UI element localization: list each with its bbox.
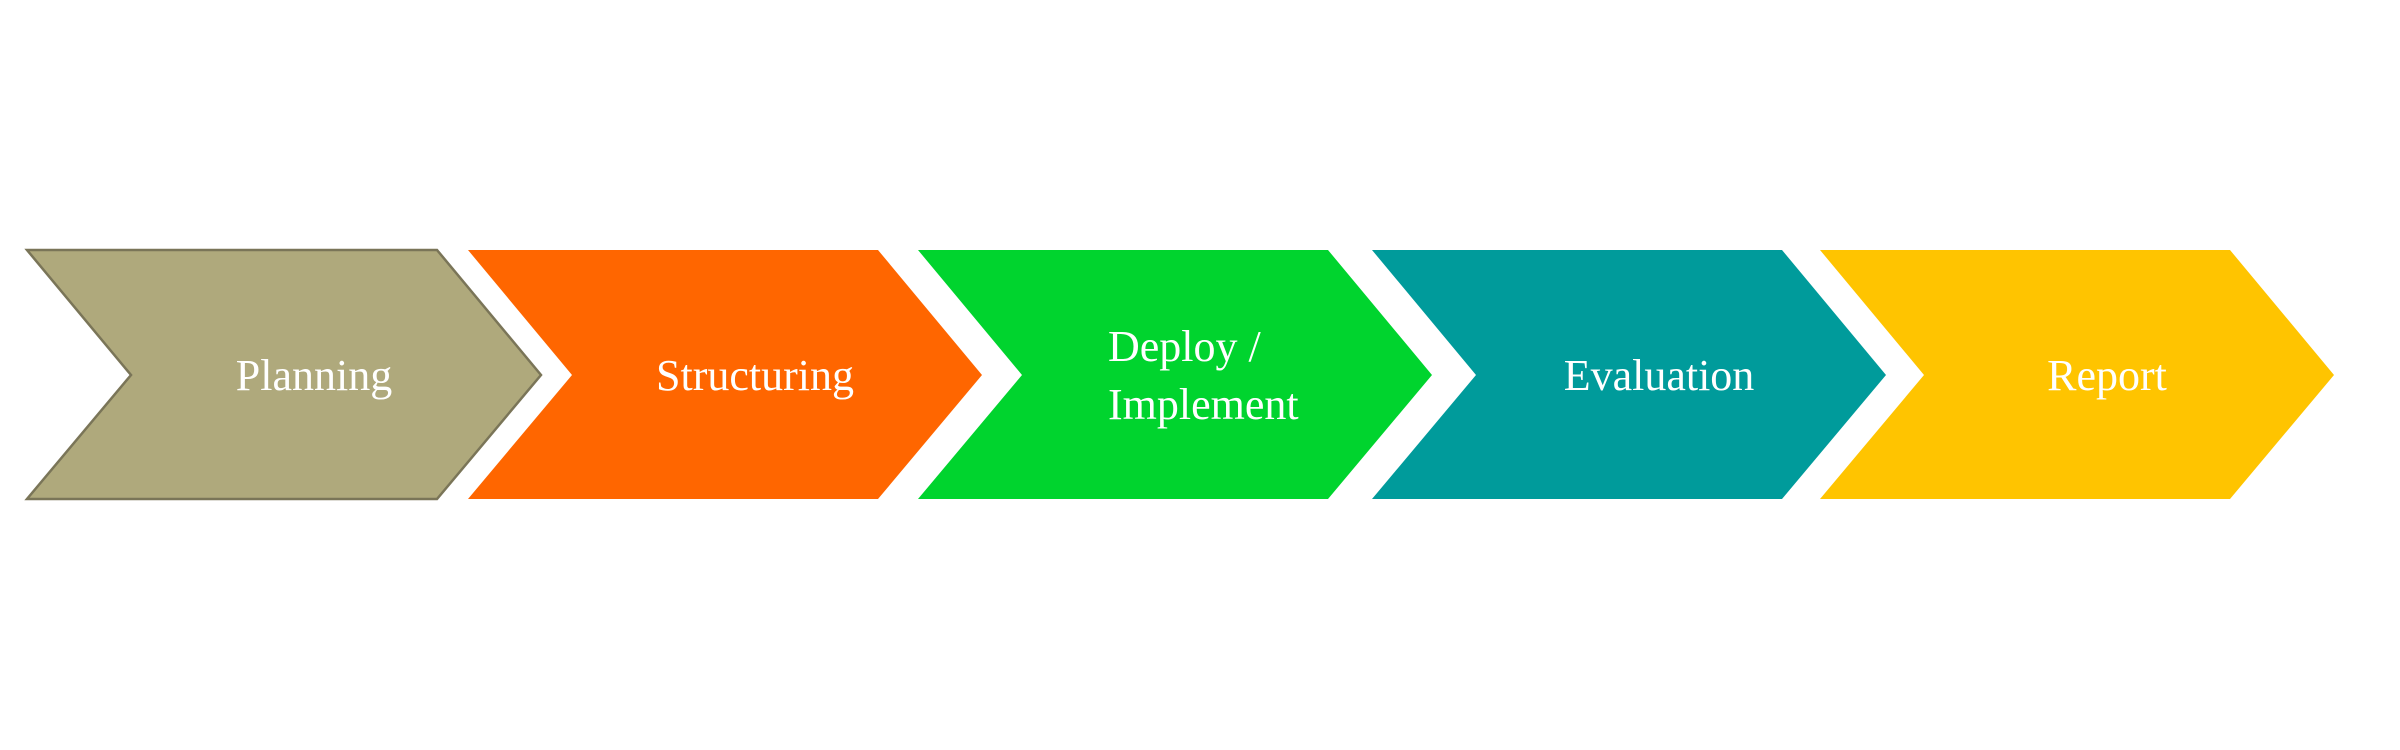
chevron-step-5: Report [1820,250,2334,499]
chevron-shape [468,250,982,499]
chevron-shape [918,250,1432,499]
step-label: Structuring [656,351,854,400]
step-label: Report [2047,351,2167,400]
chevron-step-2: Structuring [468,250,982,499]
step-label: Evaluation [1564,351,1755,400]
step-label: Planning [236,351,392,400]
chevron-step-4: Evaluation [1372,250,1886,499]
chevron-step-3: Deploy / Implement [918,250,1432,499]
chevron-step-1: Planning [24,248,543,501]
chevron-shape [1372,250,1886,499]
step-label: Deploy / [1108,322,1262,371]
chevron-shape [24,248,543,501]
chevron-shape [1820,250,2334,499]
step-label: Implement [1108,380,1299,429]
